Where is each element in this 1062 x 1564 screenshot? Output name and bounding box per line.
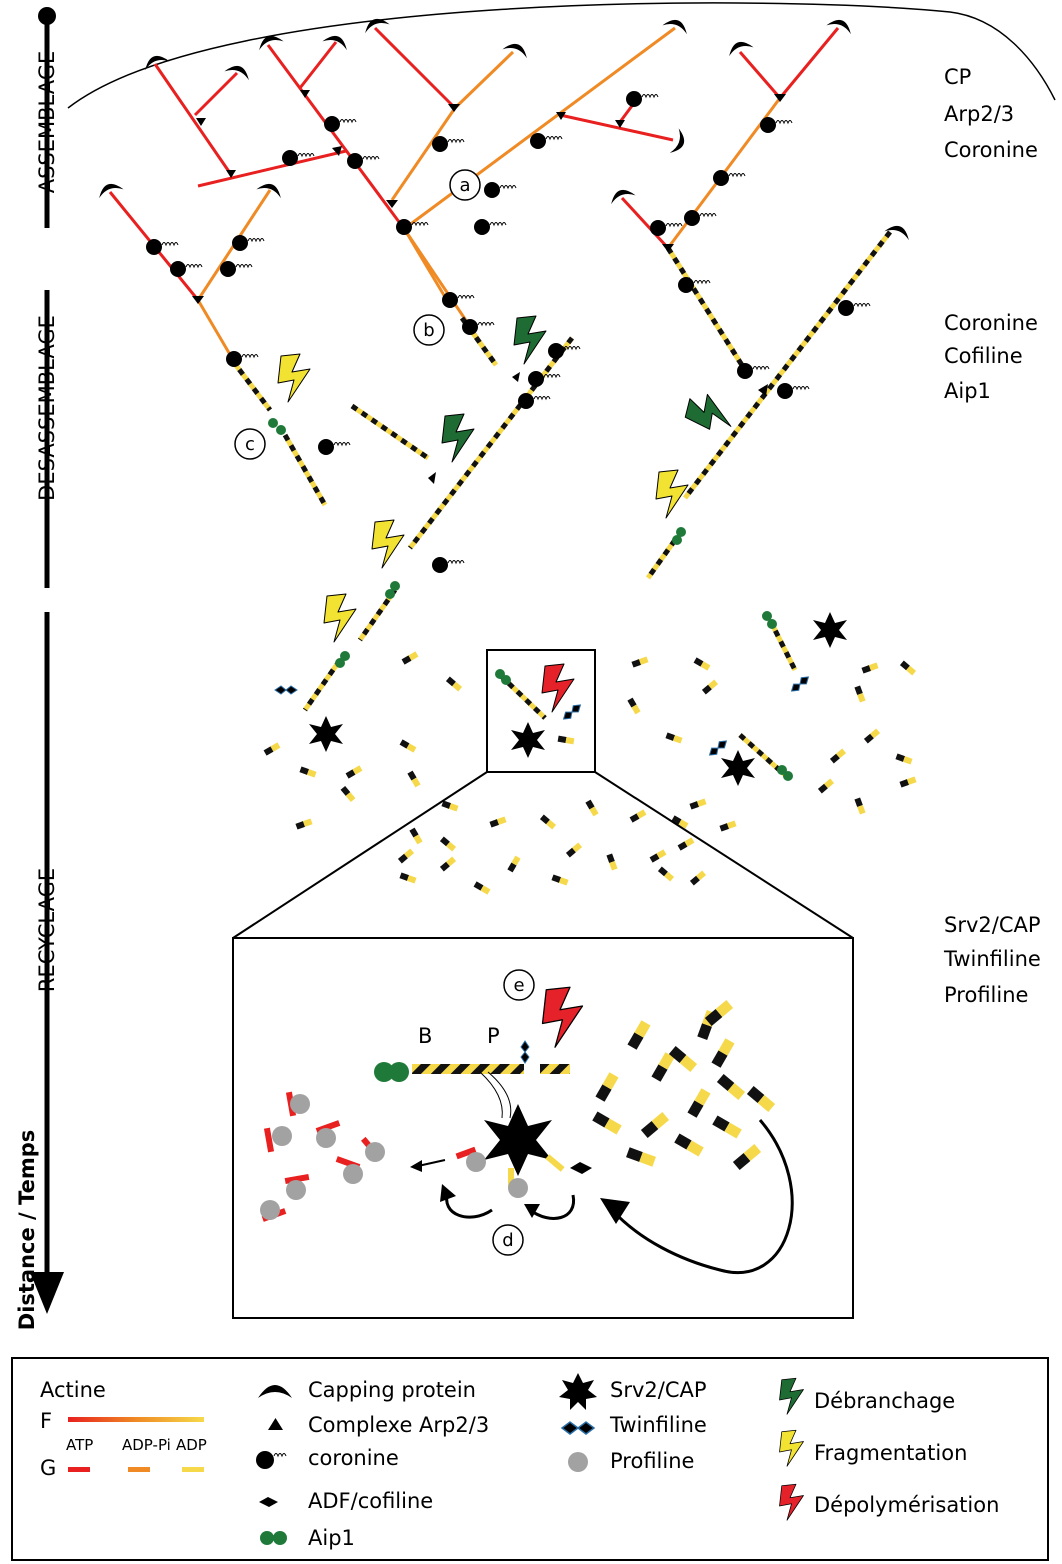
inset-aip1	[374, 1062, 394, 1082]
protein-srv2: Srv2/CAP	[944, 913, 1041, 937]
legend-adp-label: ADP	[176, 1436, 207, 1454]
protein-profilin: Profiline	[944, 983, 1028, 1007]
marker-a: a	[449, 169, 481, 201]
legend-cofilin: ADF/cofiline	[308, 1489, 433, 1513]
legend-coronin: coronine	[308, 1446, 399, 1470]
assembly-protein-list: CP Arp2/3 Coronine	[944, 65, 1038, 162]
debranching-bolts	[441, 315, 739, 463]
marker-a-label: a	[459, 175, 470, 196]
disassembly-protein-list: Coronine Cofiline Aip1	[944, 311, 1038, 403]
legend-debranching: Débranchage	[814, 1389, 955, 1413]
cofilin-icon	[259, 1497, 278, 1507]
stage-disassembly-label: DESASSEMBLAGE	[35, 315, 59, 501]
marker-d: d	[492, 1224, 524, 1256]
legend-fragmentation: Fragmentation	[814, 1441, 967, 1465]
depolymerization-bolts	[541, 663, 575, 713]
legend-adp-pi-swatch	[128, 1467, 150, 1472]
legend-adp-pi-label: ADP-Pi	[122, 1436, 171, 1454]
marker-c: c	[234, 428, 266, 460]
recycling-protein-list: Srv2/CAP Twinfiline Profiline	[943, 913, 1041, 1007]
time-axis	[30, 7, 64, 1314]
legend-f-label: F	[40, 1409, 52, 1433]
inset-filament	[412, 1064, 524, 1074]
protein-aip1: Aip1	[944, 379, 991, 403]
marker-d-label: d	[502, 1230, 513, 1251]
marker-b: b	[413, 314, 445, 346]
legend-adp-swatch	[182, 1467, 204, 1472]
inset-fragment	[540, 1064, 570, 1074]
marker-e-label: e	[513, 975, 524, 996]
aip1-proteins	[268, 418, 793, 781]
pointed-end-label: P	[487, 1024, 500, 1048]
fragmentation-bolts	[277, 353, 689, 643]
legend-actin-title: Actine	[40, 1378, 106, 1402]
coronins	[145, 90, 871, 574]
protein-arp23: Arp2/3	[944, 102, 1014, 126]
marker-c-label: c	[245, 434, 255, 455]
capping-proteins	[95, 14, 913, 241]
cell-membrane	[67, 2, 1056, 109]
legend-g-label: G	[40, 1456, 56, 1480]
legend-depolymerization: Dépolymérisation	[814, 1493, 999, 1517]
legend-arp: Complexe Arp2/3	[308, 1413, 489, 1437]
legend-atp-swatch	[68, 1467, 90, 1472]
legend-profilin: Profiline	[610, 1449, 694, 1473]
legend-capping: Capping protein	[308, 1378, 476, 1402]
legend-twinfilin: Twinfiline	[609, 1413, 707, 1437]
protein-coronin-2: Coronine	[944, 311, 1038, 335]
coronin-icon	[256, 1451, 287, 1469]
capping-protein-icon	[258, 1385, 292, 1398]
protein-coronin: Coronine	[944, 138, 1038, 162]
legend: Actine F ATP ADP-Pi ADP G Capping protei…	[11, 1357, 1049, 1561]
srv2-icon	[559, 1373, 597, 1410]
stage-recycling-label: RECYCLAGE	[35, 868, 59, 992]
arp23-complexes	[192, 90, 786, 484]
inset-panel: B P e	[232, 937, 854, 1319]
marker-b-label: b	[423, 320, 434, 341]
time-axis-label: Distance / Temps	[15, 1130, 39, 1330]
protein-cofilin: Cofiline	[944, 344, 1023, 368]
legend-aip1: Aip1	[308, 1526, 355, 1550]
legend-atp-label: ATP	[66, 1436, 93, 1454]
profilin-icon	[568, 1452, 588, 1472]
aip1-icon	[260, 1531, 287, 1545]
legend-srv2: Srv2/CAP	[610, 1378, 707, 1402]
legend-f-actin-gradient	[68, 1417, 204, 1422]
barbed-end-label: B	[418, 1024, 432, 1048]
twinfilin-icon	[560, 1421, 596, 1435]
protein-twinfilin: Twinfiline	[943, 947, 1041, 971]
marker-e: e	[503, 969, 535, 1001]
arp23-icon	[268, 1418, 283, 1430]
stage-assembly-label: ASSEMBLAGE	[35, 51, 59, 194]
profilin-atp-complexes	[260, 1091, 385, 1222]
zoom-selection	[232, 649, 854, 939]
protein-cp: CP	[944, 65, 971, 89]
